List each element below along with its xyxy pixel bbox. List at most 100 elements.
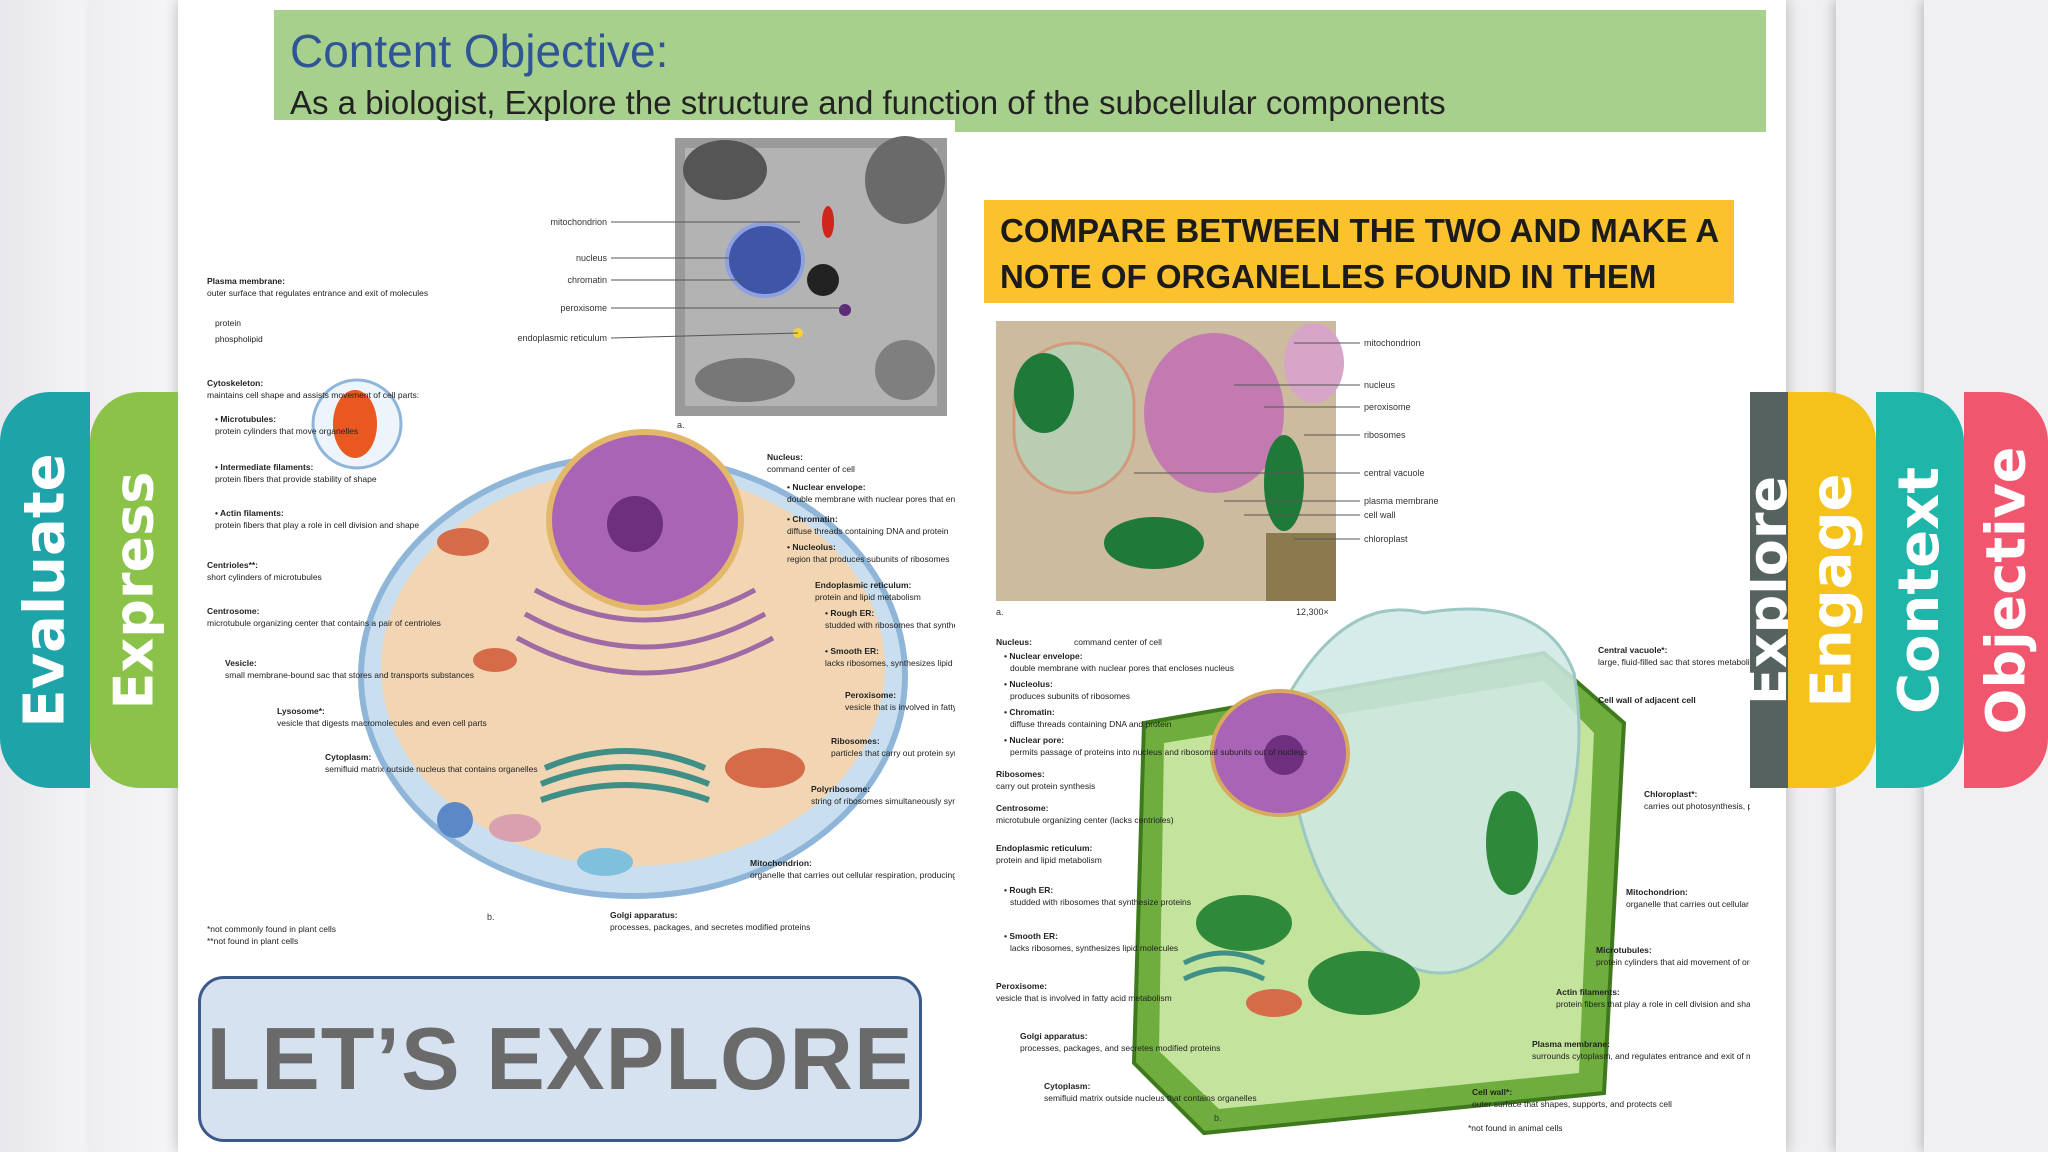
plant-label-nuclear-pore: • Nuclear pore:: [1004, 735, 1064, 745]
animal-label-ribosomes: Ribosomes:: [831, 736, 880, 746]
plant-label-centrosome: Centrosome:: [996, 803, 1049, 813]
animal-label-golgi: Golgi apparatus:: [610, 910, 678, 920]
micro-label-er: endoplasmic reticulum: [517, 333, 607, 343]
animal-label-cytoskeleton: Cytoskeleton:: [207, 378, 263, 388]
content-objective-banner: [274, 10, 1766, 132]
tab-objective[interactable]: Objective: [1964, 392, 2048, 788]
animal-label-centrioles-desc: short cylinders of microtubules: [207, 572, 322, 582]
micro-label-nucleus: nucleus: [576, 253, 608, 263]
animal-left-labels: Plasma membrane: outer surface that regu…: [207, 276, 538, 774]
plant-label-central-vacuole-desc: large, fluid-filled sac that stores meta…: [1598, 657, 1750, 667]
micro-label-peroxisome: peroxisome: [560, 303, 607, 313]
animal-label-cytoplasm-desc: semifluid matrix outside nucleus that co…: [325, 764, 538, 774]
plant-label-cell-wall-desc: outer surface that shapes, supports, and…: [1472, 1099, 1672, 1109]
plant-panel-a-label: a.: [996, 607, 1004, 617]
plant-label-peroxisome: Peroxisome:: [996, 981, 1047, 991]
tab-explore[interactable]: Explore: [1748, 392, 1788, 788]
animal-label-lysosome: Lysosome*:: [277, 706, 325, 716]
animal-label-peroxisome-desc: vesicle that is involved in fatty acid m…: [845, 702, 955, 712]
plant-label-nucleus-desc: command center of cell: [1074, 637, 1162, 647]
plant-micro-chloroplast: chloroplast: [1364, 534, 1408, 544]
animal-label-actin: • Actin filaments:: [215, 508, 284, 518]
tab-express[interactable]: Express: [90, 392, 178, 788]
plant-micro-peroxisome: peroxisome: [1364, 402, 1411, 412]
plant-label-golgi-desc: processes, packages, and secretes modifi…: [1020, 1043, 1220, 1053]
plant-left-labels: Nucleus: command center of cell • Nuclea…: [996, 637, 1307, 1103]
animal-label-vesicle: Vesicle:: [225, 658, 257, 668]
animal-label-nucleus-desc: command center of cell: [767, 464, 855, 474]
animal-label-protein: protein: [215, 318, 241, 328]
plant-label-er: Endoplasmic reticulum:: [996, 843, 1093, 853]
plant-label-ribosomes: Ribosomes:: [996, 769, 1045, 779]
animal-label-nuclear-envelope-desc: double membrane with nuclear pores that …: [787, 494, 955, 504]
plant-micro-cell-wall: cell wall: [1364, 510, 1396, 520]
animal-label-nucleolus: • Nucleolus:: [787, 542, 836, 552]
animal-label-polyribosome-desc: string of ribosomes simultaneously synth…: [811, 796, 955, 806]
tab-objective-label: Objective: [1974, 446, 2038, 734]
animal-right-labels: Nucleus: command center of cell • Nuclea…: [610, 452, 955, 932]
animal-label-mitochondrion-desc: organelle that carries out cellular resp…: [750, 870, 955, 880]
animal-label-intermediate-filaments: • Intermediate filaments:: [215, 462, 314, 472]
plant-label-plasma-membrane-desc: surrounds cytoplasm, and regulates entra…: [1532, 1051, 1750, 1061]
animal-label-centrioles: Centrioles**:: [207, 560, 258, 570]
tab-express-label: Express: [102, 471, 166, 709]
animal-label-nucleus: Nucleus:: [767, 452, 803, 462]
animal-label-rough-er: • Rough ER:: [825, 608, 874, 618]
tab-engage[interactable]: Engage: [1788, 392, 1876, 788]
plant-label-cell-wall: Cell wall*:: [1472, 1087, 1512, 1097]
plant-label-er-desc: protein and lipid metabolism: [996, 855, 1102, 865]
plant-label-chromatin-desc: diffuse threads containing DNA and prote…: [1010, 719, 1172, 729]
animal-label-smooth-er: • Smooth ER:: [825, 646, 879, 656]
plant-right-labels: Central vacuole*: large, fluid-filled sa…: [1472, 645, 1750, 1109]
plant-label-actin: Actin filaments:: [1556, 987, 1620, 997]
animal-label-mitochondrion: Mitochondrion:: [750, 858, 812, 868]
micro-label-chromatin: chromatin: [567, 275, 607, 285]
plant-label-nuclear-pore-desc: permits passage of proteins into nucleus…: [1010, 747, 1307, 757]
animal-label-phospholipid: phospholipid: [215, 334, 263, 344]
animal-label-plasma-membrane: Plasma membrane:: [207, 276, 285, 286]
micro-label-mitochondrion: mitochondrion: [550, 217, 607, 227]
tab-context[interactable]: Context: [1876, 392, 1964, 788]
animal-label-ribosomes-desc: particles that carry out protein synthes…: [831, 748, 955, 758]
animal-label-nuclear-envelope: • Nuclear envelope:: [787, 482, 866, 492]
plant-label-plasma-membrane: Plasma membrane:: [1532, 1039, 1610, 1049]
animal-label-er: Endoplasmic reticulum:: [815, 580, 912, 590]
animal-label-actin-desc: protein fibers that play a role in cell …: [215, 520, 419, 530]
plant-micro-nucleus: nucleus: [1364, 380, 1396, 390]
tab-engage-label: Engage: [1799, 472, 1865, 708]
plant-magnification: 12,300×: [1296, 607, 1329, 617]
animal-label-peroxisome: Peroxisome:: [845, 690, 896, 700]
animal-label-centrosome-desc: microtubule organizing center that conta…: [207, 618, 441, 628]
plant-label-cytoplasm: Cytoplasm:: [1044, 1081, 1090, 1091]
animal-label-nucleolus-desc: region that produces subunits of ribosom…: [787, 554, 950, 564]
plant-panel-b-label: b.: [1214, 1113, 1222, 1123]
animal-cell-diagram: mitochondrion nucleus chromatin peroxiso…: [207, 136, 955, 946]
animal-label-chromatin: • Chromatin:: [787, 514, 838, 524]
animal-footnote-2: **not found in plant cells: [207, 936, 298, 946]
plant-label-adjacent-cell-wall: Cell wall of adjacent cell: [1598, 695, 1696, 705]
animal-label-intermediate-filaments-desc: protein fibers that provide stability of…: [215, 474, 377, 484]
plant-label-microtubules-desc: protein cylinders that aid movement of o…: [1596, 957, 1750, 967]
animal-label-microtubules: • Microtubules:: [215, 414, 276, 424]
tab-evaluate[interactable]: Evaluate: [0, 392, 90, 788]
plant-label-chloroplast-desc: carries out photosynthesis, producing su…: [1644, 801, 1750, 811]
animal-label-polyribosome: Polyribosome:: [811, 784, 870, 794]
plant-micro-central-vacuole: central vacuole: [1364, 468, 1425, 478]
lets-explore-button[interactable]: LET’S EXPLORE: [198, 976, 922, 1142]
plant-label-mitochondrion-desc: organelle that carries out cellular resp…: [1626, 899, 1750, 909]
animal-label-cytoskeleton-desc: maintains cell shape and assists movemen…: [207, 390, 419, 400]
plant-label-mitochondrion: Mitochondrion:: [1626, 887, 1688, 897]
animal-label-smooth-er-desc: lacks ribosomes, synthesizes lipid molec…: [825, 658, 955, 668]
tab-context-label: Context: [1887, 466, 1953, 714]
plant-label-nucleus: Nucleus:: [996, 637, 1032, 647]
plant-micro-mitochondrion: mitochondrion: [1364, 338, 1421, 348]
animal-label-cytoplasm: Cytoplasm:: [325, 752, 371, 762]
lets-explore-label: LET’S EXPLORE: [206, 1009, 914, 1108]
tab-explore-label: Explore: [1748, 475, 1788, 705]
plant-label-centrosome-desc: microtubule organizing center (lacks cen…: [996, 815, 1174, 825]
plant-label-smooth-er-desc: lacks ribosomes, synthesizes lipid molec…: [1010, 943, 1178, 953]
plant-label-actin-desc: protein fibers that play a role in cell …: [1556, 999, 1750, 1009]
animal-cell-figure: mitochondrion nucleus chromatin peroxiso…: [205, 120, 955, 952]
animal-label-lysosome-desc: vesicle that digests macromolecules and …: [277, 718, 487, 728]
animal-label-plasma-membrane-desc: outer surface that regulates entrance an…: [207, 288, 428, 298]
